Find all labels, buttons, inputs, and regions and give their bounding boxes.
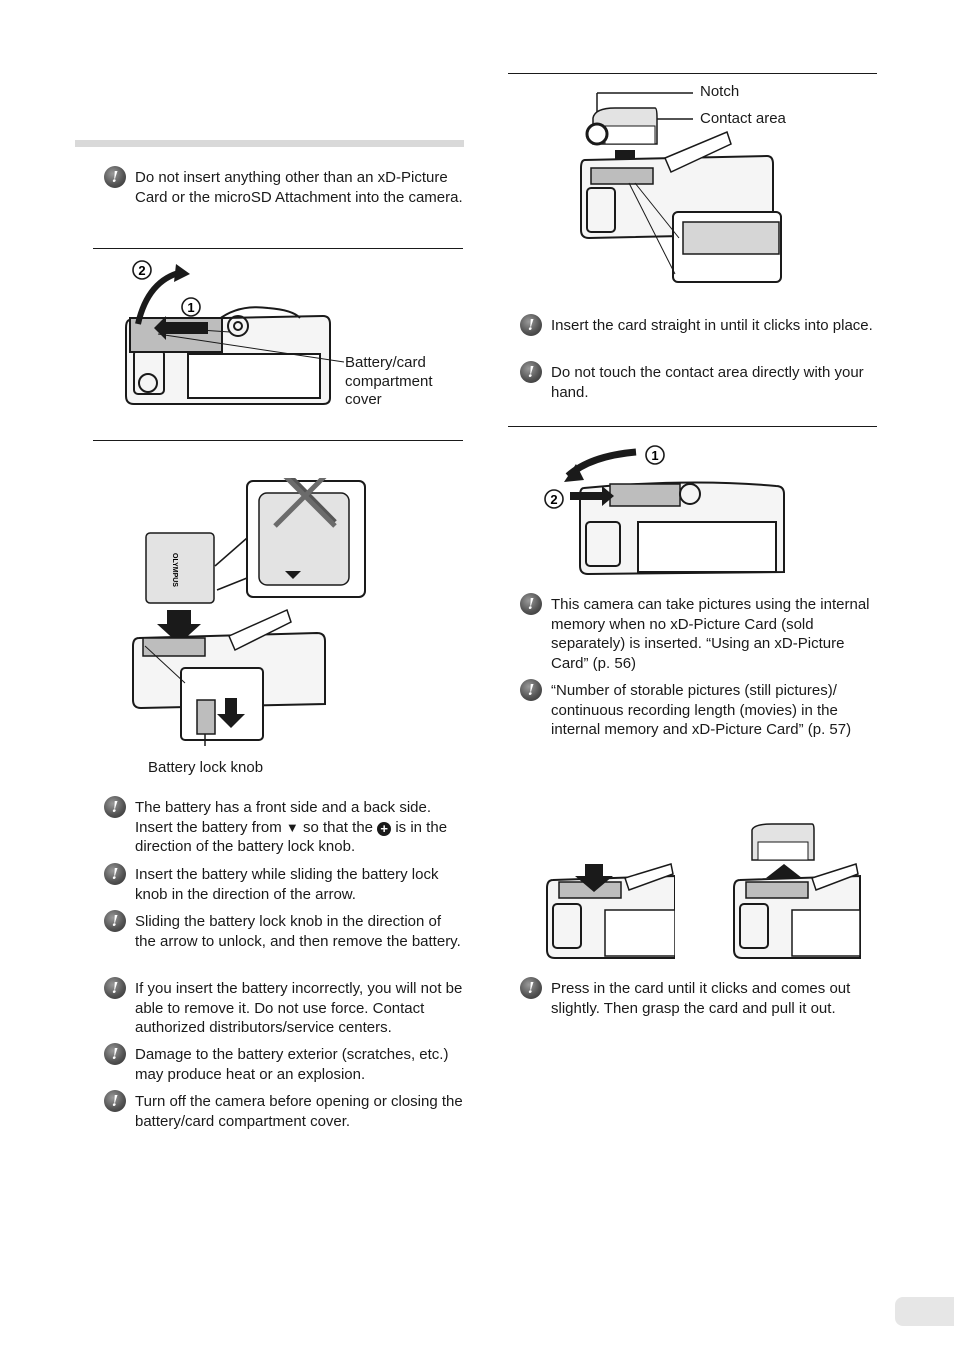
cover-callout: Battery/card compartment cover [345,354,433,408]
divider [508,73,877,74]
note-text: The battery has a front side and a back … [135,798,466,857]
step-2-number: 2 [138,263,145,278]
note-text: If you insert the battery incorrectly, y… [135,980,463,1037]
push-card-illustration [546,863,675,959]
contact-area-callout: Contact area [700,110,786,127]
insert-note-1: ! Insert the card straight in until it c… [520,314,882,336]
exclamation-icon: ! [104,1043,126,1065]
open-cover-illustration: 2 1 [125,260,345,405]
battery-brand: OLYMPUS [171,553,178,587]
exclamation-icon: ! [520,593,542,615]
battery-insert-illustration: OLYMPUS [132,478,366,746]
note-text: Turn off the camera before opening or cl… [135,1093,463,1130]
insert-note-2: ! Do not touch the contact area directly… [520,361,882,402]
note-text: Do not touch the contact area directly w… [551,364,864,401]
battery-note-3: ! Sliding the battery lock knob in the d… [104,910,466,951]
exclamation-icon: ! [520,679,542,701]
battery-note-2: ! Insert the battery while sliding the b… [104,863,466,904]
note-text-part: so that the [298,818,378,836]
exclamation-icon: ! [104,977,126,999]
note-text: Insert the battery while sliding the bat… [135,866,439,903]
pull-card-illustration [733,823,861,959]
step-1-number: 1 [651,448,658,463]
exclamation-icon: ! [104,1090,126,1112]
note-text: Damage to the battery exterior (scratche… [135,1046,449,1083]
exclamation-icon: ! [104,863,126,885]
memory-note-1: ! This camera can take pictures using th… [520,593,882,674]
note-text: Press in the card until it clicks and co… [551,980,851,1017]
note-text: “Number of storable pictures (still pict… [551,682,852,739]
note-text-part: is in the direction of the battery lock … [135,818,448,856]
exclamation-icon: ! [104,166,126,188]
exclamation-icon: ! [104,910,126,932]
exclamation-icon: ! [104,796,126,818]
divider [93,440,463,441]
step-2-number: 2 [550,492,557,507]
battery-note-6: ! Turn off the camera before opening or … [104,1090,466,1131]
battery-note-5: ! Damage to the battery exterior (scratc… [104,1043,466,1084]
knob-callout: Battery lock knob [148,759,264,776]
step-1-number: 1 [187,300,194,315]
triangle-down-icon: ▼ [285,819,299,835]
battery-note-1: ! The battery has a front side and a bac… [104,796,466,857]
memory-note-2: ! “Number of storable pictures (still pi… [520,679,882,740]
exclamation-icon: ! [520,314,542,336]
note-text: Do not insert anything other than an xD-… [135,169,463,206]
close-cover-illustration: 1 2 [544,445,785,576]
note-text: Insert the card straight in until it cli… [551,317,873,334]
note-text: This camera can take pictures using the … [551,596,870,673]
battery-note-4: ! If you insert the battery incorrectly,… [104,977,466,1038]
divider [93,248,463,249]
notch-callout: Notch [700,83,740,100]
card-caution-note: ! Do not insert anything other than an x… [104,166,466,207]
divider [508,426,877,427]
card-insert-illustration [580,92,782,283]
plus-terminal-icon: + [377,821,392,836]
remove-note: ! Press in the card until it clicks and … [520,977,882,1018]
page-number-tab [895,1297,954,1326]
exclamation-icon: ! [520,361,542,383]
note-text-part: The battery has a front side and a back … [135,799,432,836]
exclamation-icon: ! [520,977,542,999]
section-header-bar [75,140,464,147]
note-text: Sliding the battery lock knob in the dir… [135,913,461,950]
